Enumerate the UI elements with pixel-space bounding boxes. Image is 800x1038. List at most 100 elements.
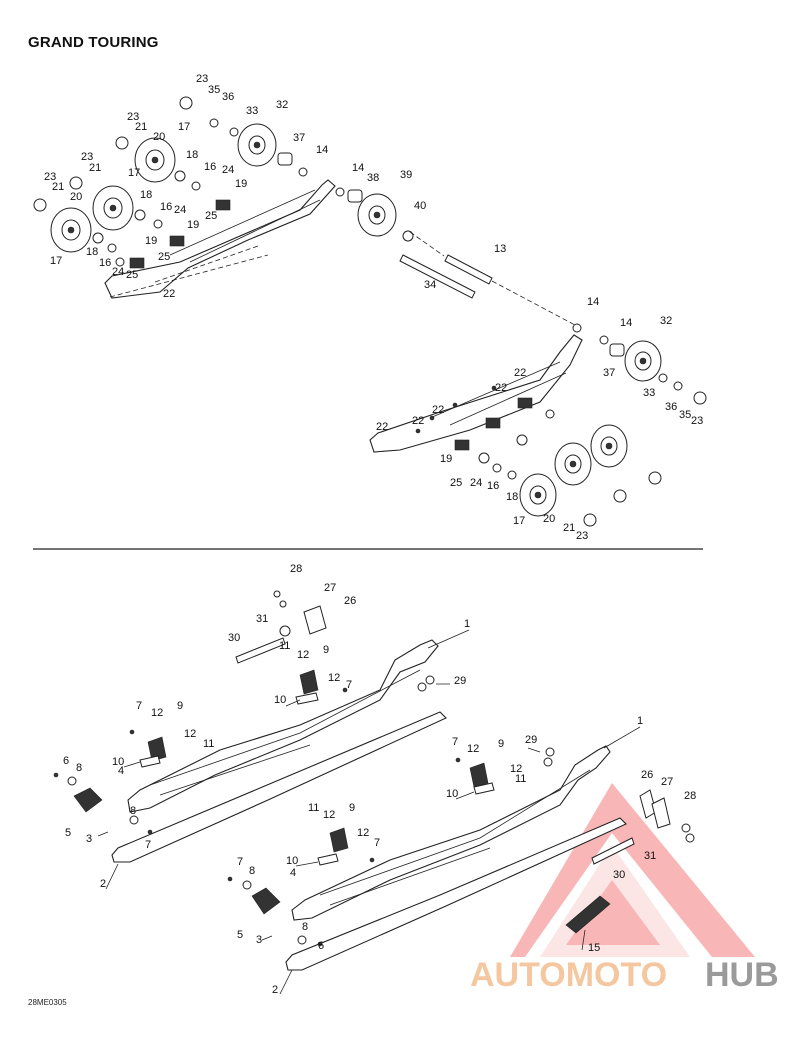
callout-number: 16 — [160, 201, 172, 213]
callout-number: 34 — [424, 279, 436, 291]
callout-number: 12 — [297, 649, 309, 661]
callout-number: 25 — [158, 251, 170, 263]
callout-number: 33 — [643, 387, 655, 399]
callout-number: 23 — [691, 415, 703, 427]
callout-number: 12 — [184, 728, 196, 740]
callout-number: 22 — [432, 404, 444, 416]
callout-number: 7 — [237, 856, 243, 868]
idler-wheel — [590, 424, 628, 468]
callout-number: 15 — [588, 942, 600, 954]
callout-number: 19 — [145, 235, 157, 247]
callout-number: 24 — [470, 477, 482, 489]
callout-number: 21 — [563, 522, 575, 534]
idler-wheel-assembly-left — [33, 96, 576, 326]
idler-wheel-large — [624, 340, 662, 382]
callout-number: 30 — [228, 632, 240, 644]
slide-rail-assembly — [53, 590, 695, 995]
callout-number: 14 — [587, 296, 599, 308]
callout-number: 22 — [412, 415, 424, 427]
callout-number: 22 — [376, 421, 388, 433]
callout-number: 17 — [178, 121, 190, 133]
callout-number: 11 — [308, 802, 319, 814]
callout-number: 23 — [44, 171, 56, 183]
callout-number: 28 — [290, 563, 302, 575]
callout-number: 10 — [446, 788, 458, 800]
callout-number: 20 — [70, 191, 82, 203]
callout-number: 14 — [316, 144, 328, 156]
callout-number: 25 — [450, 477, 462, 489]
callout-number: 17 — [513, 515, 525, 527]
idler-wheel — [519, 473, 557, 517]
callout-number: 36 — [665, 401, 677, 413]
callout-number: 17 — [128, 167, 140, 179]
callout-number: 40 — [414, 200, 426, 212]
callout-number: 10 — [274, 694, 286, 706]
callout-number: 22 — [495, 382, 507, 394]
callout-number: 9 — [498, 738, 504, 750]
callout-number: 9 — [323, 644, 329, 656]
callout-number: 14 — [352, 162, 364, 174]
callout-number: 10 — [112, 756, 124, 768]
callout-number: 23 — [576, 530, 588, 542]
callout-number: 29 — [525, 734, 537, 746]
front-bumper — [73, 787, 281, 915]
callout-number: 3 — [256, 934, 262, 946]
callout-number: 10 — [286, 855, 298, 867]
callout-number: 2 — [272, 984, 278, 996]
watermark-brand-b: HUB — [705, 956, 779, 994]
callout-number: 18 — [186, 149, 198, 161]
callout-number: 8 — [249, 865, 255, 877]
callout-number: 32 — [660, 315, 672, 327]
callout-number: 18 — [506, 491, 518, 503]
callout-number: 7 — [346, 679, 352, 691]
callout-number: 22 — [163, 288, 175, 300]
callout-number: 6 — [63, 755, 69, 767]
callout-number: 24 — [222, 164, 234, 176]
idler-wheel-large — [357, 193, 397, 237]
callout-number: 17 — [50, 255, 62, 267]
callout-number: 12 — [151, 707, 163, 719]
callout-number: 21 — [89, 162, 101, 174]
callout-number: 8 — [130, 805, 136, 817]
callout-number: 12 — [467, 743, 479, 755]
callout-number: 27 — [661, 776, 673, 788]
callout-number: 36 — [222, 91, 234, 103]
idler-wheel-assembly-right — [369, 323, 707, 527]
callout-number: 18 — [86, 246, 98, 258]
callout-number: 16 — [487, 480, 499, 492]
callout-number: 33 — [246, 105, 258, 117]
callout-number: 18 — [140, 189, 152, 201]
page-title: GRAND TOURING — [28, 34, 159, 51]
callout-number: 16 — [99, 257, 111, 269]
callout-number: 9 — [177, 700, 183, 712]
callout-number: 20 — [543, 513, 555, 525]
callout-number: 7 — [136, 700, 142, 712]
callout-number: 24 — [174, 204, 186, 216]
callout-number: 32 — [276, 99, 288, 111]
callout-number: 31 — [256, 613, 268, 625]
idler-wheel — [134, 137, 176, 183]
callout-number: 4 — [118, 765, 124, 777]
callout-number: 30 — [613, 869, 625, 881]
callout-number: 12 — [323, 809, 335, 821]
callout-number: 3 — [86, 833, 92, 845]
callout-number: 11 — [279, 640, 290, 652]
callout-number: 19 — [187, 219, 199, 231]
callout-number: 27 — [324, 582, 336, 594]
drawing-code: 28ME0305 — [28, 998, 67, 1007]
callout-number: 2 — [100, 878, 106, 890]
callout-number: 12 — [357, 827, 369, 839]
callout-number: 35 — [679, 409, 691, 421]
callout-number: 19 — [440, 453, 452, 465]
callout-number: 6 — [318, 940, 324, 952]
callout-number: 11 — [515, 773, 526, 785]
callout-number: 8 — [76, 762, 82, 774]
callout-number: 5 — [237, 929, 243, 941]
callout-number: 31 — [644, 850, 656, 862]
idler-wheel — [50, 207, 92, 253]
callout-number: 24 — [112, 266, 124, 278]
callout-number: 1 — [637, 715, 643, 727]
callout-number: 11 — [203, 738, 214, 750]
callout-number: 16 — [204, 161, 216, 173]
